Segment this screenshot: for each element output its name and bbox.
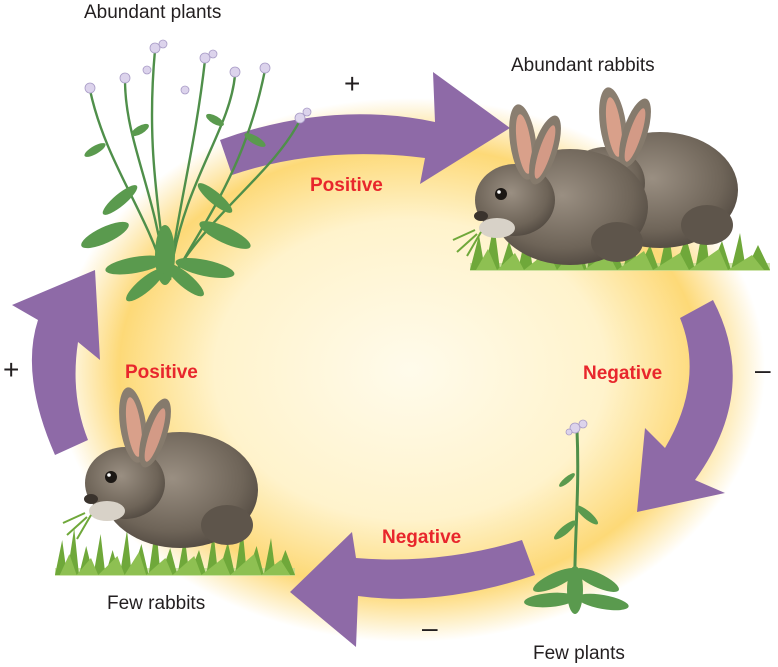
node-label-abundant-plants: Abundant plants bbox=[84, 2, 222, 23]
node-label-few-rabbits: Few rabbits bbox=[107, 593, 206, 614]
arrow-right bbox=[637, 300, 733, 512]
arrow-label-bottom: Negative bbox=[382, 527, 462, 548]
arrow-top bbox=[220, 72, 510, 184]
sign-top: + bbox=[344, 68, 361, 99]
node-label-few-plants: Few plants bbox=[533, 643, 625, 664]
sign-left: + bbox=[3, 354, 20, 385]
node-label-abundant-rabbits: Abundant rabbits bbox=[511, 55, 655, 76]
plant-icon bbox=[81, 39, 312, 302]
arrow-label-top: Positive bbox=[310, 175, 383, 196]
sign-bottom: – bbox=[422, 612, 438, 643]
plant-icon bbox=[524, 419, 629, 614]
arrow-label-right: Negative bbox=[583, 363, 663, 384]
sign-right: – bbox=[755, 354, 771, 385]
arrow-bottom bbox=[290, 532, 535, 647]
arrow-label-left: Positive bbox=[125, 362, 198, 383]
arrow-left bbox=[12, 270, 100, 455]
